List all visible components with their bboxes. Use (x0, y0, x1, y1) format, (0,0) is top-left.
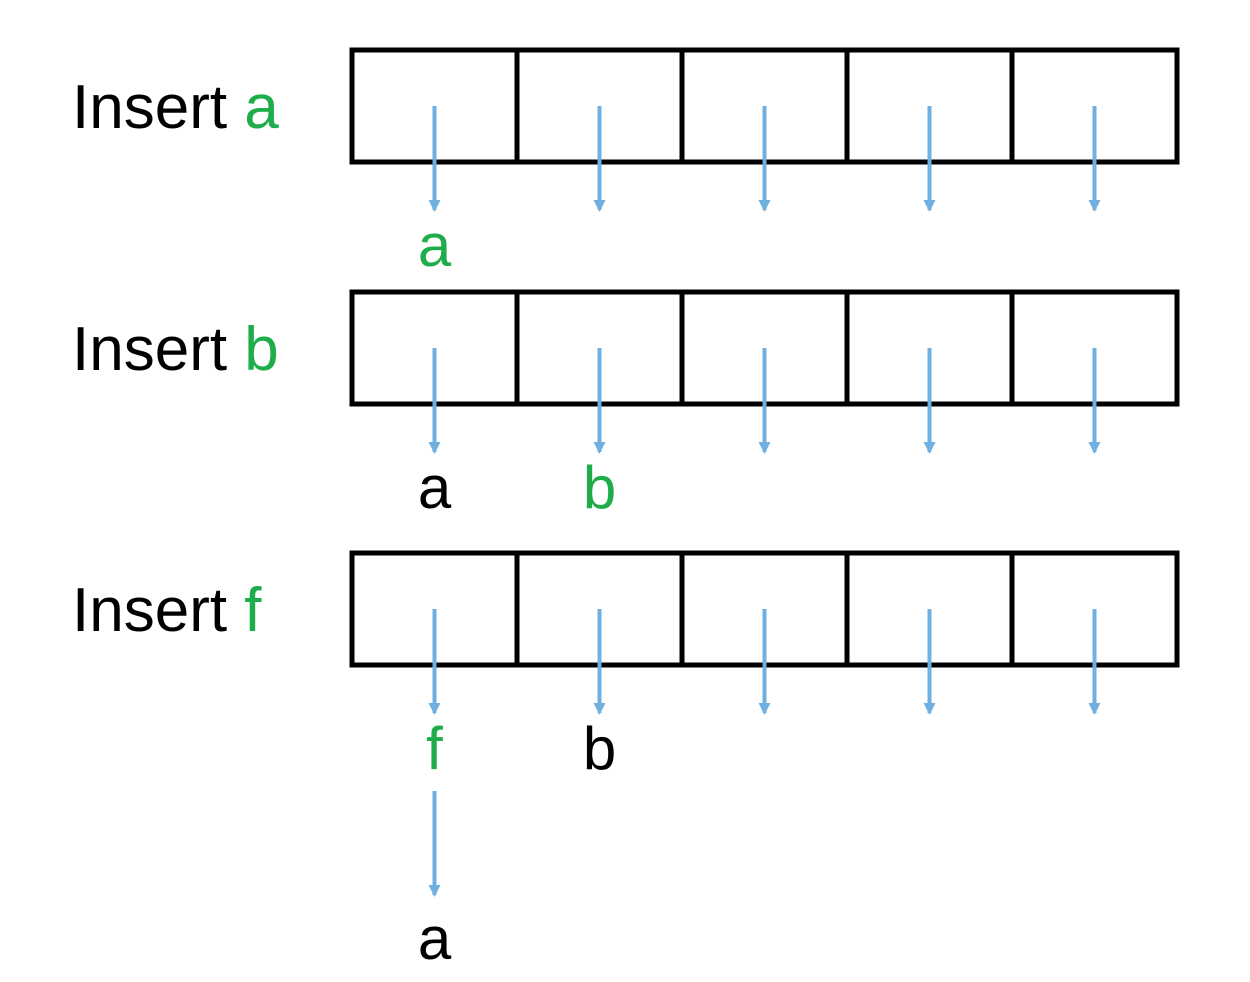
step-verb: Insert (72, 576, 244, 645)
step-verb: Insert (72, 315, 244, 384)
step-key: a (244, 73, 279, 142)
insert-step-b: Insert b a b (72, 289, 1180, 521)
step-label: Insert a (72, 73, 279, 142)
chain-node-b: b (583, 715, 616, 782)
chain-node-a: a (418, 212, 452, 279)
step-label: Insert b (72, 315, 279, 384)
step-key: b (244, 315, 278, 384)
step-label: Insert f (72, 576, 262, 645)
step-key: f (244, 576, 262, 645)
insert-step-a: Insert aa (72, 47, 1180, 279)
chain-node-a: a (418, 905, 452, 972)
chain-node-f: f (426, 715, 443, 782)
chain-node-a: a (418, 454, 452, 521)
chain-node-b: b (583, 454, 616, 521)
step-verb: Insert (72, 73, 244, 142)
